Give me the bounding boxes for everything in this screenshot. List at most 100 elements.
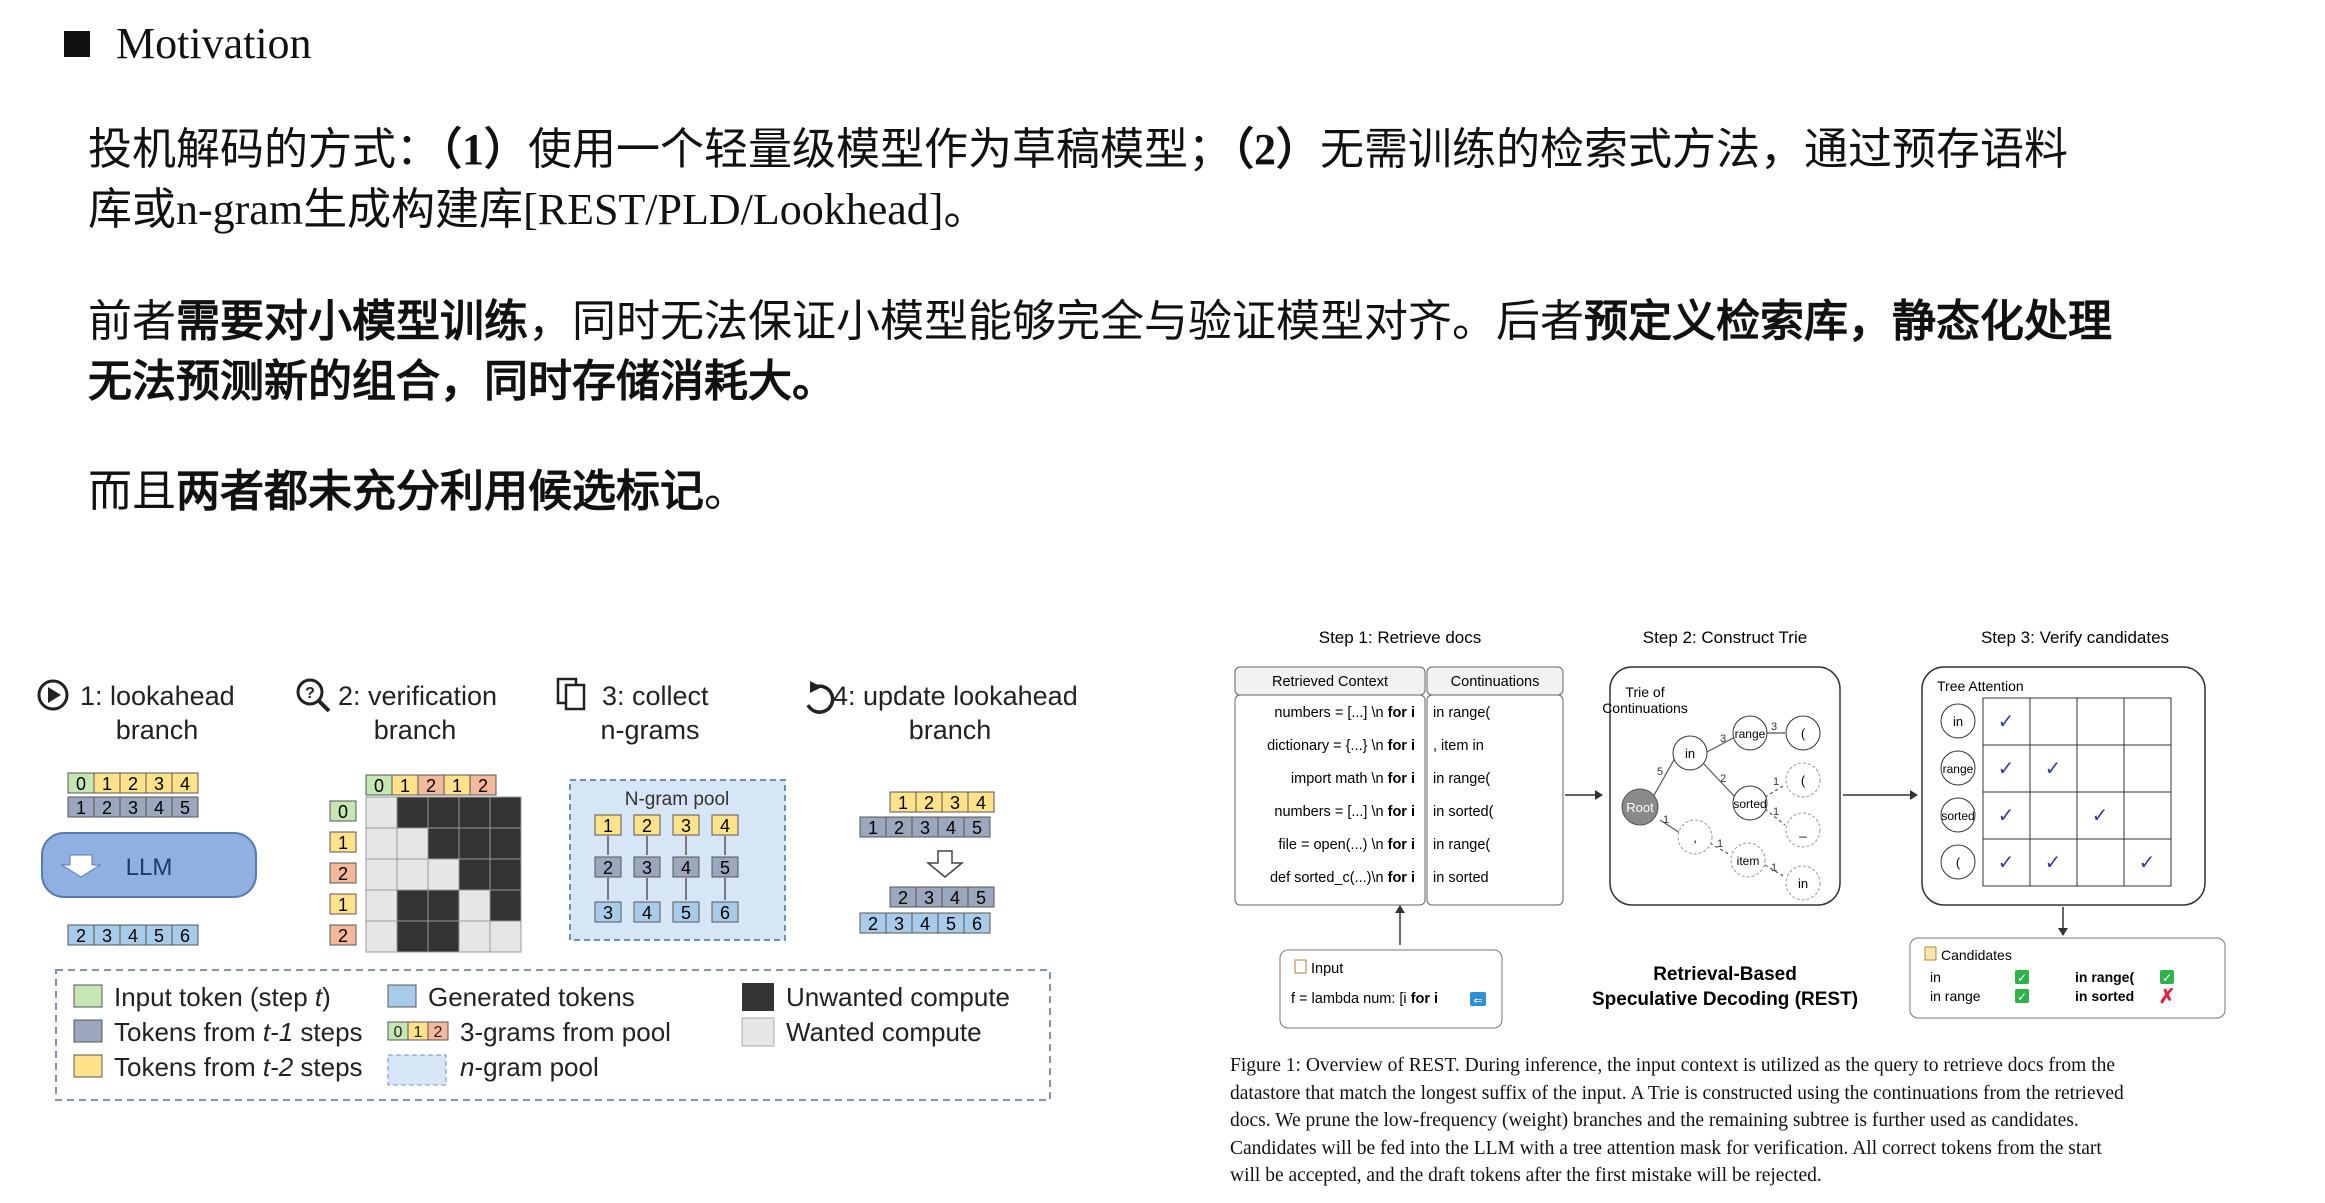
svg-text:sorted: sorted: [1733, 797, 1766, 811]
trie-node: [1672, 735, 1708, 771]
section-title: Motivation: [64, 18, 312, 69]
paragraph-line: 库或n-gram生成构建库[REST/PLD/Lookhead]。: [88, 184, 988, 235]
svg-text:range: range: [1735, 727, 1766, 741]
matrix-cells: [365, 796, 522, 953]
svg-text:2: 2: [924, 793, 934, 813]
step-label: branch: [374, 715, 457, 745]
svg-text:5: 5: [681, 903, 691, 923]
figure-caption: Figure 1: Overview of REST. During infer…: [1230, 1052, 2270, 1190]
caption-line: datastore that match the longest suffix …: [1230, 1082, 2124, 1104]
arrow-head: [1595, 790, 1603, 800]
svg-text:3: 3: [950, 793, 960, 813]
step-label: branch: [909, 715, 992, 745]
continuation-cell: in range(: [1433, 837, 1490, 853]
candidate-text: in: [1930, 969, 1941, 985]
step3-title: Step 3: Verify candidates: [1981, 628, 2169, 647]
svg-text:1: 1: [102, 774, 112, 794]
lookahead-figure: 1: lookahead branch ? 2: verification br…: [37, 677, 1078, 1101]
legend-box: [55, 969, 1051, 1101]
check-icon: ✓: [1998, 852, 2015, 874]
svg-text:3: 3: [924, 888, 934, 908]
arrow-head: [1395, 905, 1405, 913]
context-cell: dictionary = {...} \n for i: [1267, 738, 1415, 754]
trie-edges: [1652, 732, 1786, 878]
svg-text:1: 1: [1773, 776, 1779, 788]
svg-text:3: 3: [681, 816, 691, 836]
legend-swatch-input: [73, 984, 103, 1008]
rest-figure: Step 1: Retrieve docs Step 2: Construct …: [1234, 628, 2226, 1029]
check-icon: ✓: [1998, 758, 2015, 780]
svg-text:(: (: [1801, 773, 1806, 788]
rest-title-line1: Retrieval-Based: [1653, 964, 1797, 985]
check-icon: ✓: [2092, 805, 2109, 827]
attention-cell: [2123, 791, 2172, 840]
step-label: n-grams: [600, 715, 699, 745]
candidates-title: Candidates: [1941, 947, 2012, 963]
trie-node: [1732, 715, 1768, 751]
input-label: Input: [1311, 961, 1343, 977]
step-header-4: 4: update lookahead branch: [806, 681, 1078, 745]
cross-icon: ✗: [2159, 986, 2176, 1008]
step-header-1: 1: lookahead branch: [37, 679, 235, 745]
svg-text:2: 2: [434, 1024, 443, 1041]
svg-text:4: 4: [128, 926, 138, 946]
caption-line: Figure 1: Overview of REST. During infer…: [1230, 1055, 2116, 1076]
legend-t1: Tokens from t-1 steps: [114, 1017, 363, 1047]
trie-node: [1785, 812, 1821, 848]
magnifier-handle: [317, 699, 331, 713]
svg-text:2: 2: [478, 776, 488, 796]
svg-text:3: 3: [102, 926, 112, 946]
svg-text:2: 2: [894, 818, 904, 838]
check-icon: ✓: [2045, 758, 2062, 780]
legend-swatch-t2: [73, 1054, 103, 1078]
pool-row-2: 2 3 4 5: [594, 856, 739, 878]
attention-cell: [2029, 744, 2078, 793]
input-container: [1279, 949, 1503, 1029]
attention-grid: in✓range✓✓sorted✓✓(✓✓✓: [1940, 697, 2172, 887]
svg-text:1: 1: [1771, 862, 1777, 874]
svg-text:2: 2: [338, 864, 348, 884]
pool-arrows: [607, 836, 726, 900]
pool-row-3: 3 4 5 6: [594, 901, 739, 923]
attention-cell: [1982, 838, 2031, 887]
attention-cell: [2029, 697, 2078, 746]
svg-text:1: 1: [338, 833, 348, 853]
legend-unwanted: Unwanted compute: [786, 982, 1010, 1012]
attention-cell: [2123, 744, 2172, 793]
panel1-tokens: 0 1 2 3 4 1 2 3 4 5 LLM 2 3 4 5 6: [41, 772, 257, 946]
tree-attention-label: Tree Attention: [1937, 678, 2024, 694]
legend-swatch-unwanted: [742, 983, 774, 1011]
down-arrow-icon: [925, 850, 965, 878]
svg-text:0: 0: [338, 802, 348, 822]
legend-wanted: Wanted compute: [786, 1017, 982, 1047]
check-icon: ✓: [2162, 971, 2172, 985]
attention-row-label: (: [1956, 855, 1961, 870]
svg-text:4: 4: [950, 888, 960, 908]
svg-text:2: 2: [76, 926, 86, 946]
trie-node: [1785, 865, 1821, 901]
svg-text:5: 5: [180, 798, 190, 818]
svg-text:1: 1: [76, 798, 86, 818]
caption-line: docs. We prune the low-frequency (weight…: [1230, 1110, 2079, 1132]
continuation-cell: in range(: [1433, 771, 1490, 787]
check-box-icon: [2015, 970, 2029, 984]
svg-text:6: 6: [180, 926, 190, 946]
input-box: Input f = lambda num: [i for i ⇐: [1279, 949, 1503, 1029]
attention-row-node: [1940, 750, 1976, 786]
svg-text:0: 0: [374, 776, 384, 796]
svg-text:2: 2: [603, 858, 613, 878]
trie-weights: 5 3 3 2 1 1 1 1 1: [1657, 721, 1779, 874]
paragraph-line: 投机解码的方式：（1）使用一个轻量级模型作为草稿模型；（2）无需训练的检索式方法…: [88, 124, 2068, 175]
document-sheet: [564, 683, 586, 711]
svg-text:1: 1: [898, 793, 908, 813]
svg-text:0: 0: [76, 774, 86, 794]
svg-text:1: 1: [452, 776, 462, 796]
svg-text:3: 3: [154, 774, 164, 794]
play-triangle: [48, 687, 61, 703]
step-label: 3: collect: [602, 681, 709, 711]
svg-text:2: 2: [338, 926, 348, 946]
svg-text:5: 5: [976, 888, 986, 908]
legend-swatch-grams: 0 1 2: [387, 1021, 449, 1041]
svg-text:5: 5: [720, 858, 730, 878]
svg-text:2: 2: [642, 816, 652, 836]
